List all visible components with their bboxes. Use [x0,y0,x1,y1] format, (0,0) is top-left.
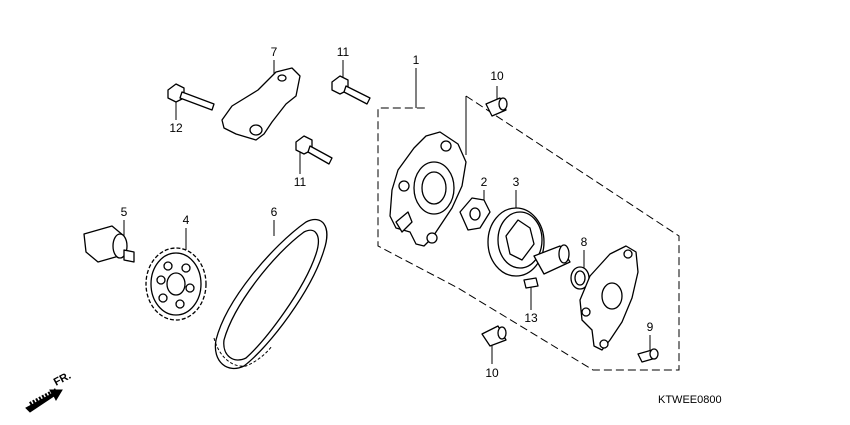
bolt-11-lower [295,135,333,165]
front-direction-arrow [25,388,63,413]
bracket-plate-7 [221,67,301,141]
callout-2: 2 [481,175,488,189]
pump-cover [579,245,639,351]
callout-4: 4 [183,213,190,227]
assembly-outline [377,95,680,371]
bolt-11-upper [331,75,371,105]
pump-body-1 [389,131,467,247]
screw-9 [637,348,659,363]
callout-10-lower: 10 [485,366,499,380]
callout-10-upper: 10 [490,69,504,83]
diagram-code: KTWEE0800 [658,394,722,406]
callout-1: 1 [413,53,420,67]
leader-lines [123,60,651,364]
dowel-10-upper [485,97,508,117]
callout-3: 3 [513,175,520,189]
callout-11-lower: 11 [294,175,307,189]
pump-shaft [533,244,571,275]
callout-5: 5 [121,205,128,219]
dowel-pin-13 [523,277,539,289]
callout-6: 6 [271,205,278,219]
callout-13: 13 [524,311,538,325]
bolt-12 [167,83,215,111]
callout-9: 9 [647,320,654,334]
inner-rotor-2 [459,197,491,231]
dowel-10-lower [481,325,507,347]
sprocket-4 [145,247,207,321]
chain-6 [213,218,328,370]
callout-8: 8 [581,235,588,249]
callout-11-upper: 11 [337,45,350,59]
front-direction-label: FR. [52,370,73,389]
callout-12: 12 [169,121,183,135]
callout-7: 7 [271,45,278,59]
o-ring-8 [570,266,590,290]
collar-5 [83,225,135,263]
outer-rotor-3 [487,207,545,277]
